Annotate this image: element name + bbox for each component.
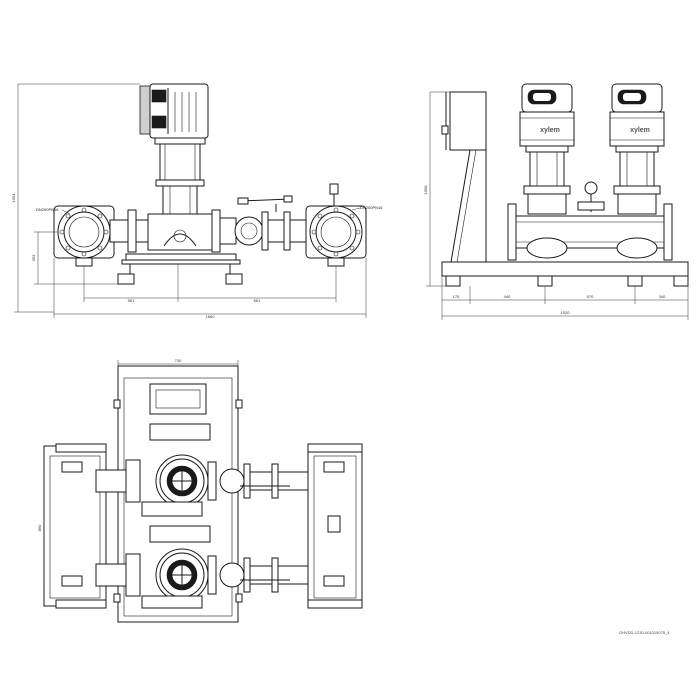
side-view: xylem xylem [423, 83, 689, 320]
dim-side-seg-2: 440 [504, 294, 511, 299]
brand-right: xylem [630, 127, 650, 134]
dim-front-height-total: 1054 [11, 193, 16, 203]
left-manifold [53, 205, 129, 267]
top-pump-1 [95, 423, 309, 517]
brand-left: xylem [540, 127, 560, 134]
drawing-reference: GHVDD-1230-001015075_4 [619, 630, 670, 635]
top-pump-2 [95, 525, 309, 609]
right-manifold [305, 183, 367, 267]
dim-side-seg-4: 340 [659, 294, 666, 299]
dim-top-height: 860 [37, 524, 42, 531]
dim-side-width-total: 1520 [561, 310, 571, 315]
dim-front-width-total: 1660 [206, 314, 216, 319]
dim-side-height: 1058 [423, 185, 428, 195]
label-right-pipe: DN200PN16 [360, 205, 383, 210]
dim-front-left: 561 [128, 298, 135, 303]
label-left-pipe: DN200PN16 [36, 207, 59, 212]
front-dimensions [14, 83, 367, 318]
top-dimensions [43, 360, 239, 586]
dim-top-width: 730 [175, 358, 182, 363]
left-motor: xylem [519, 83, 575, 215]
side-dimensions [426, 91, 689, 320]
dim-side-seg-3: 570 [587, 294, 594, 299]
front-view: 1054 353 561 661 1660 DN200PN16 DN200PN1… [11, 83, 383, 319]
top-view: 730 860 [37, 358, 363, 623]
dim-side-seg-1: 175 [453, 294, 460, 299]
dim-front-right: 661 [254, 298, 261, 303]
motor [139, 83, 209, 145]
right-motor: xylem [609, 83, 665, 215]
dim-front-height-pipe: 353 [31, 254, 36, 261]
